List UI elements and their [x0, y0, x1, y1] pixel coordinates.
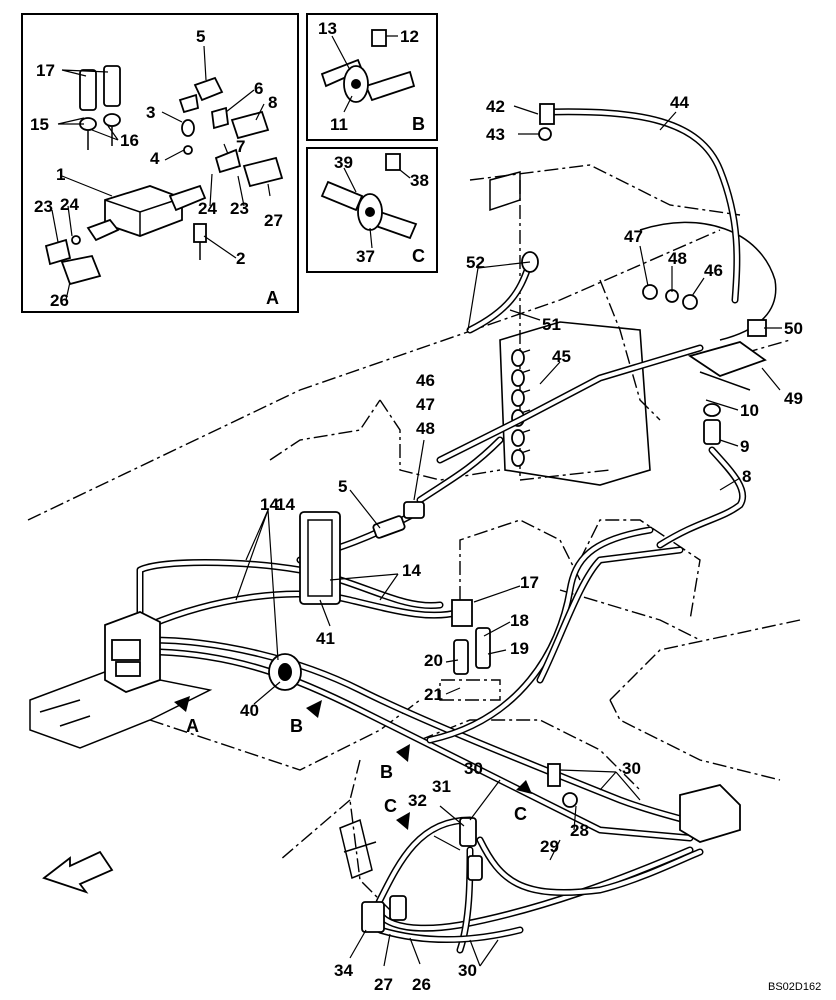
- main-labels: 42 43 44 47 48 46 52 51 50 49 45 10 9 8 …: [240, 93, 803, 994]
- label-5-main: 5: [338, 477, 347, 496]
- label-30-c: 30: [458, 961, 477, 980]
- view-marker-c2: C: [514, 804, 527, 824]
- label-14-b: 14: [402, 561, 421, 580]
- label-46-top: 46: [704, 261, 723, 280]
- inset-c-label-37: 37: [356, 247, 375, 266]
- label-18: 18: [510, 611, 529, 630]
- view-marker-b1: B: [290, 716, 303, 736]
- label-48-mid: 48: [416, 419, 435, 438]
- inset-a-label-2: 2: [236, 249, 245, 268]
- label-42: 42: [486, 97, 505, 116]
- label-49: 49: [784, 389, 803, 408]
- label-34: 34: [334, 961, 353, 980]
- inset-a-label-23: 23: [34, 197, 53, 216]
- label-44: 44: [670, 93, 689, 112]
- label-30-b: 30: [622, 759, 641, 778]
- label-48-top: 48: [668, 249, 687, 268]
- label-30-a: 30: [464, 759, 483, 778]
- inset-c: 39 38 37 C: [306, 147, 438, 273]
- inset-b-label-12: 12: [400, 27, 419, 46]
- inset-a-label-24: 24: [60, 195, 79, 214]
- label-28: 28: [570, 821, 589, 840]
- label-17-main: 17: [520, 573, 539, 592]
- hose-routing: [136, 108, 747, 954]
- engine-block: [489, 171, 777, 486]
- leader-lines: [235, 105, 782, 967]
- label-50: 50: [784, 319, 803, 338]
- label-51: 51: [542, 315, 561, 334]
- label-47-mid: 47: [416, 395, 435, 414]
- label-21: 21: [424, 685, 443, 704]
- inset-a-label-1: 1: [56, 165, 65, 184]
- inset-a-label-27: 27: [264, 211, 283, 230]
- inset-a-label-26: 26: [50, 291, 69, 310]
- inset-a-label-15: 15: [30, 115, 49, 134]
- inset-a-label-5: 5: [196, 27, 205, 46]
- label-46-mid: 46: [416, 371, 435, 390]
- label-14-a: 14: [260, 495, 279, 514]
- inset-a-label-3: 3: [146, 103, 155, 122]
- inset-a: 17 15 16 5 3 4 6 7 8 1 23 24 24 23 27 2 …: [21, 13, 299, 313]
- inset-b-label-11: 11: [330, 115, 348, 134]
- label-45: 45: [552, 347, 571, 366]
- components: [104, 103, 767, 933]
- view-marker-b2: B: [380, 762, 393, 782]
- label-9: 9: [740, 437, 749, 456]
- label-14-c: 14: [276, 495, 295, 514]
- label-8: 8: [742, 467, 751, 486]
- label-52: 52: [466, 253, 485, 272]
- inset-b: 13 12 11 B: [306, 13, 438, 141]
- inset-b-frame: [306, 13, 438, 141]
- label-20: 20: [424, 651, 443, 670]
- view-marker-a: A: [186, 716, 199, 736]
- label-19: 19: [510, 639, 529, 658]
- inset-c-label-38: 38: [410, 171, 429, 190]
- label-27-main: 27: [374, 975, 393, 994]
- inset-a-label-23b: 23: [230, 199, 249, 218]
- inset-b-label-13: 13: [318, 19, 337, 38]
- inset-c-label-39: 39: [334, 153, 353, 172]
- drawing-code: BS02D162: [768, 981, 821, 993]
- inset-a-label-8: 8: [268, 93, 277, 112]
- inset-a-label-6: 6: [254, 79, 263, 98]
- inset-a-label-7: 7: [236, 137, 245, 156]
- inset-a-letter: A: [266, 288, 279, 308]
- label-26-main: 26: [412, 975, 431, 994]
- label-10: 10: [740, 401, 759, 420]
- label-47-top: 47: [624, 227, 643, 246]
- inset-a-label-24b: 24: [198, 199, 217, 218]
- inset-a-label-4: 4: [150, 149, 160, 168]
- label-29: 29: [540, 837, 559, 856]
- inset-a-label-17: 17: [36, 61, 55, 80]
- label-40: 40: [240, 701, 259, 720]
- front-direction-arrow: [42, 850, 114, 894]
- inset-c-letter: C: [412, 246, 425, 266]
- view-markers: A B B C C: [174, 696, 532, 830]
- inset-a-frame: [21, 13, 299, 313]
- label-31: 31: [432, 777, 451, 796]
- inset-a-label-16: 16: [120, 131, 139, 150]
- inset-c-frame: [306, 147, 438, 273]
- inset-b-letter: B: [412, 114, 425, 134]
- label-41: 41: [316, 629, 335, 648]
- view-marker-c1: C: [384, 796, 397, 816]
- label-43: 43: [486, 125, 505, 144]
- label-32: 32: [408, 791, 427, 810]
